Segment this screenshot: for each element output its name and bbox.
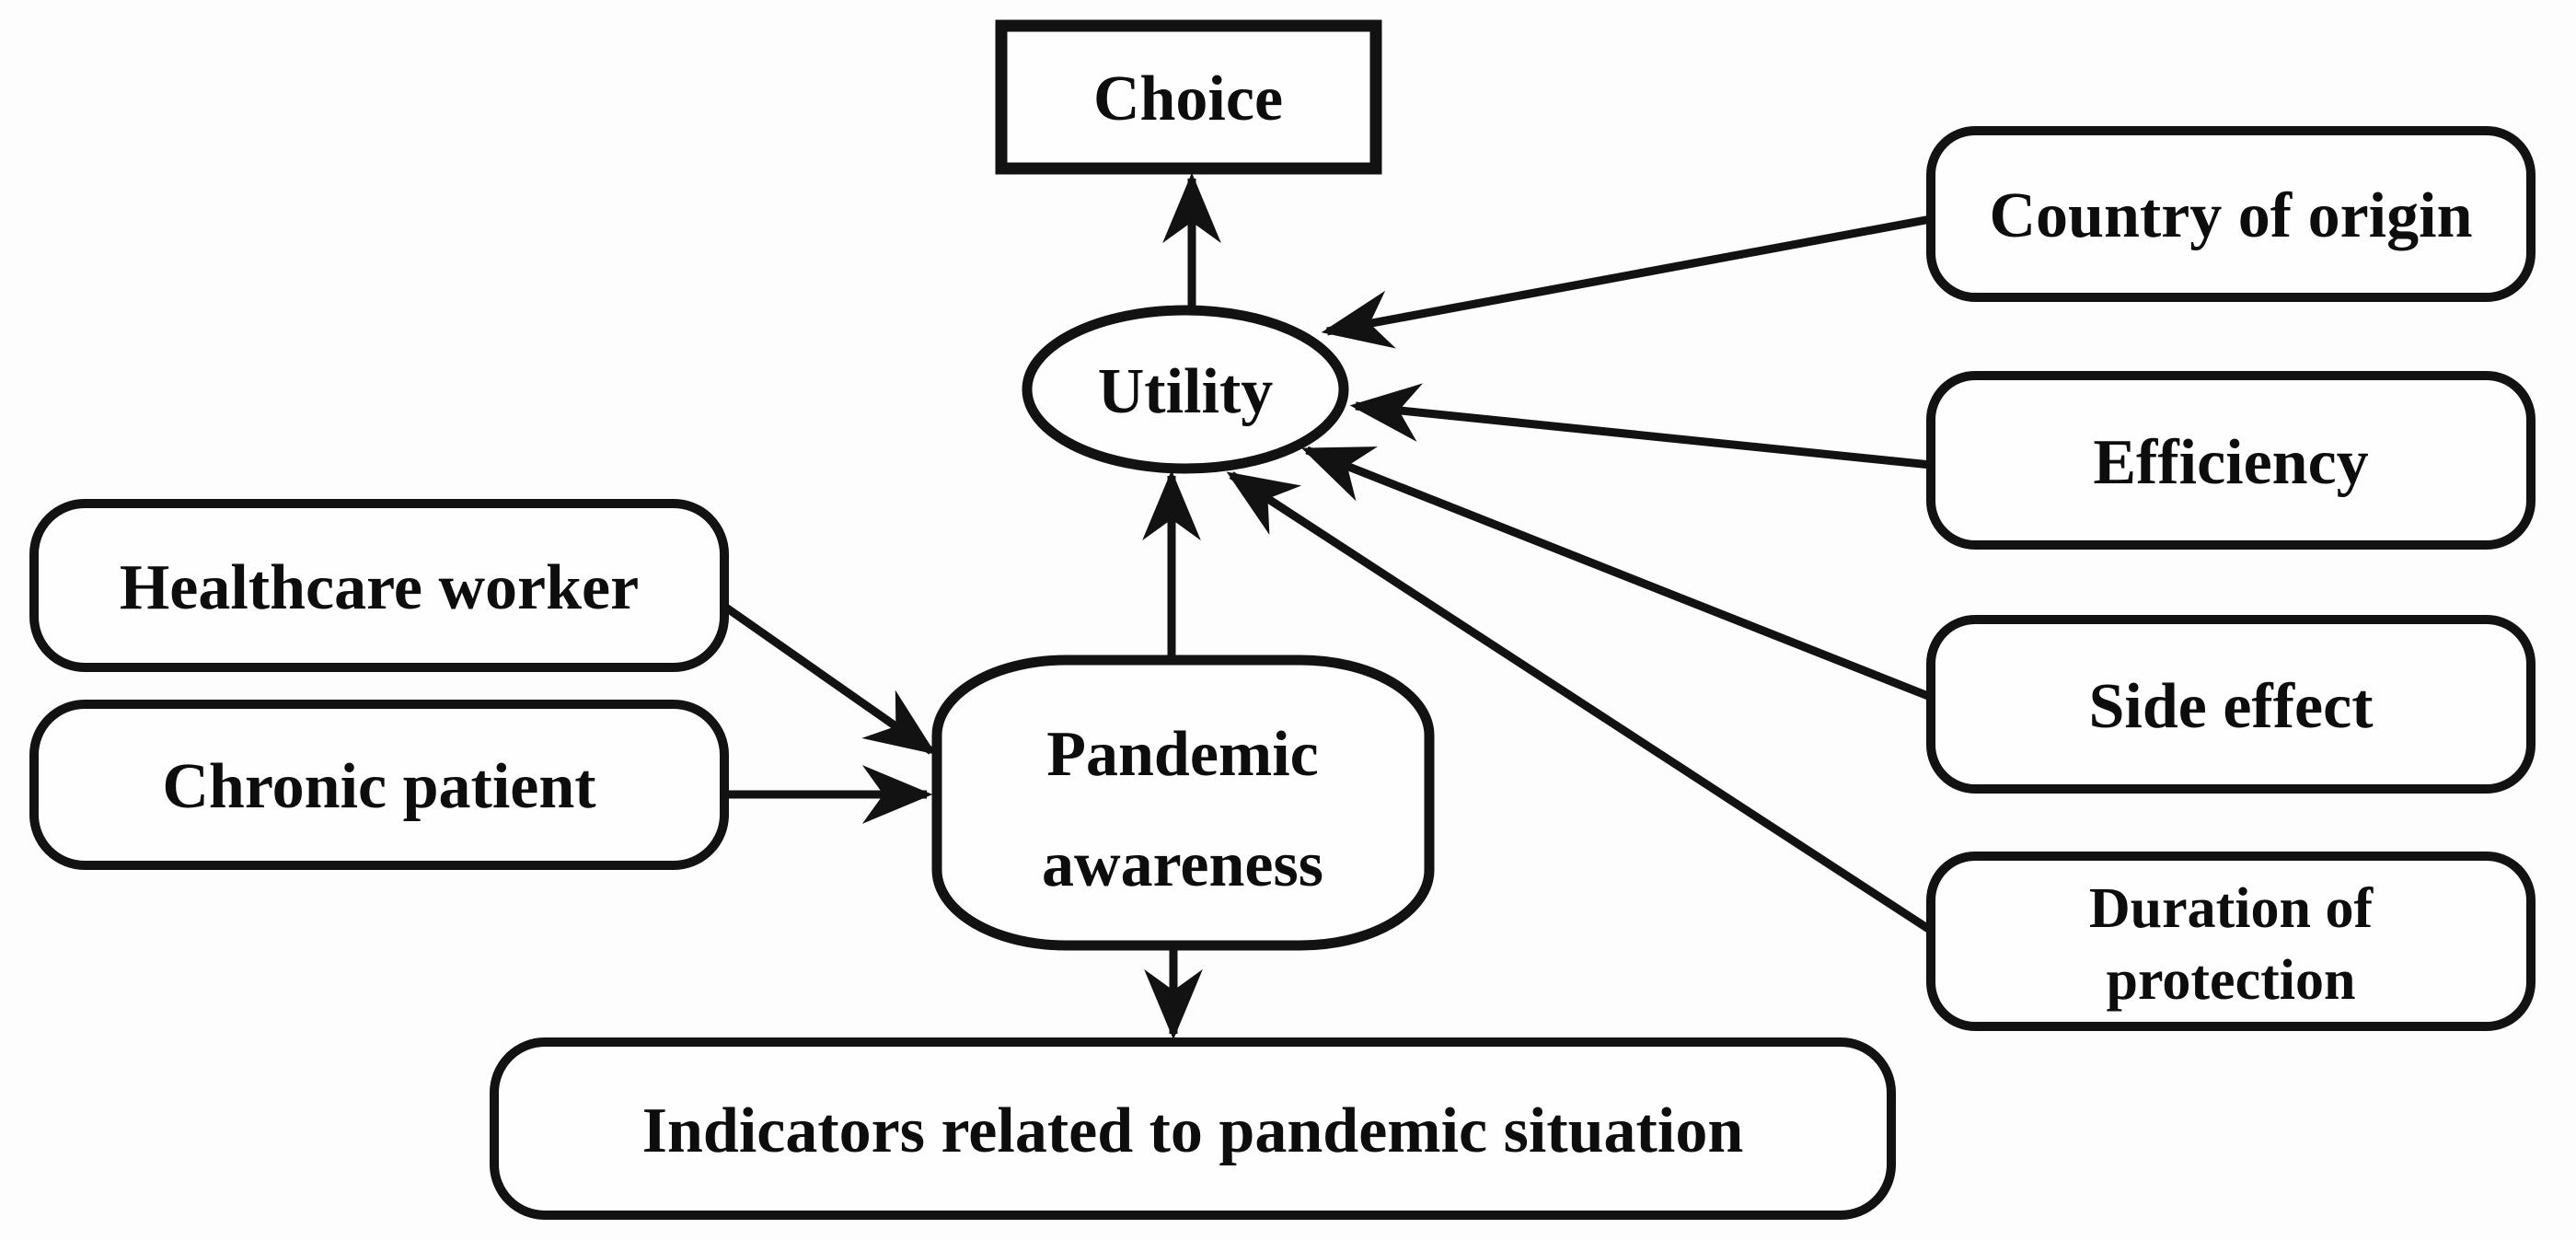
- chronic-patient-box: [29, 700, 729, 870]
- efficiency-label: Efficiency: [2093, 427, 2368, 498]
- node-utility: Utility: [1022, 305, 1349, 474]
- side-effect-label: Side effect: [2088, 671, 2373, 742]
- choice-label: Choice: [1093, 64, 1283, 134]
- country-of-origin-box: [1926, 126, 2536, 302]
- pandemic-awareness-label-line1: Pandemic: [1046, 719, 1319, 790]
- node-choice: Choice: [995, 19, 1382, 175]
- node-indicators: Indicators related to pandemic situation: [490, 1037, 1896, 1220]
- node-side-effect: Side effect: [1926, 615, 2536, 794]
- node-healthcare-worker: Healthcare worker: [29, 499, 729, 672]
- duration-of-protection-label-line2: protection: [2107, 949, 2356, 1012]
- healthcare-worker-box: [29, 499, 729, 672]
- utility-label: Utility: [1098, 356, 1274, 427]
- chronic-patient-label: Chronic patient: [162, 751, 595, 822]
- arrow-side-effect-to-utility: [1301, 446, 1935, 702]
- side-effect-box: [1926, 615, 2536, 794]
- arrow-healthcare-worker-to-pandemic-awareness: [723, 604, 937, 755]
- arrow-duration-of-protection-to-utility: [1226, 471, 1935, 935]
- duration-of-protection-box: [1926, 852, 2536, 1031]
- healthcare-worker-label: Healthcare worker: [120, 552, 639, 623]
- utility-ellipse: [1022, 305, 1349, 474]
- node-country-of-origin: Country of origin: [1926, 126, 2536, 302]
- arrow-efficiency-to-utility: [1349, 383, 1932, 469]
- duration-of-protection-label-line1: Duration of: [2089, 877, 2374, 940]
- country-of-origin-label: Country of origin: [1990, 180, 2473, 251]
- node-pandemic-awareness: Pandemic awareness: [931, 655, 1435, 951]
- node-efficiency: Efficiency: [1926, 371, 2536, 550]
- choice-box: [995, 19, 1382, 175]
- node-chronic-patient: Chronic patient: [29, 700, 729, 870]
- node-duration-of-protection: Duration of protection: [1926, 852, 2536, 1031]
- indicators-box: [490, 1037, 1896, 1220]
- pandemic-awareness-box: [931, 655, 1435, 951]
- arrow-country-of-origin-to-utility: [1321, 214, 1932, 349]
- indicators-label: Indicators related to pandemic situation: [642, 1095, 1744, 1166]
- node-layer: Choice Utility Country of origin Efficie…: [29, 19, 2536, 1220]
- efficiency-box: [1926, 371, 2536, 550]
- edge-layer: [723, 172, 1935, 1040]
- pandemic-awareness-label-line2: awareness: [1042, 829, 1323, 900]
